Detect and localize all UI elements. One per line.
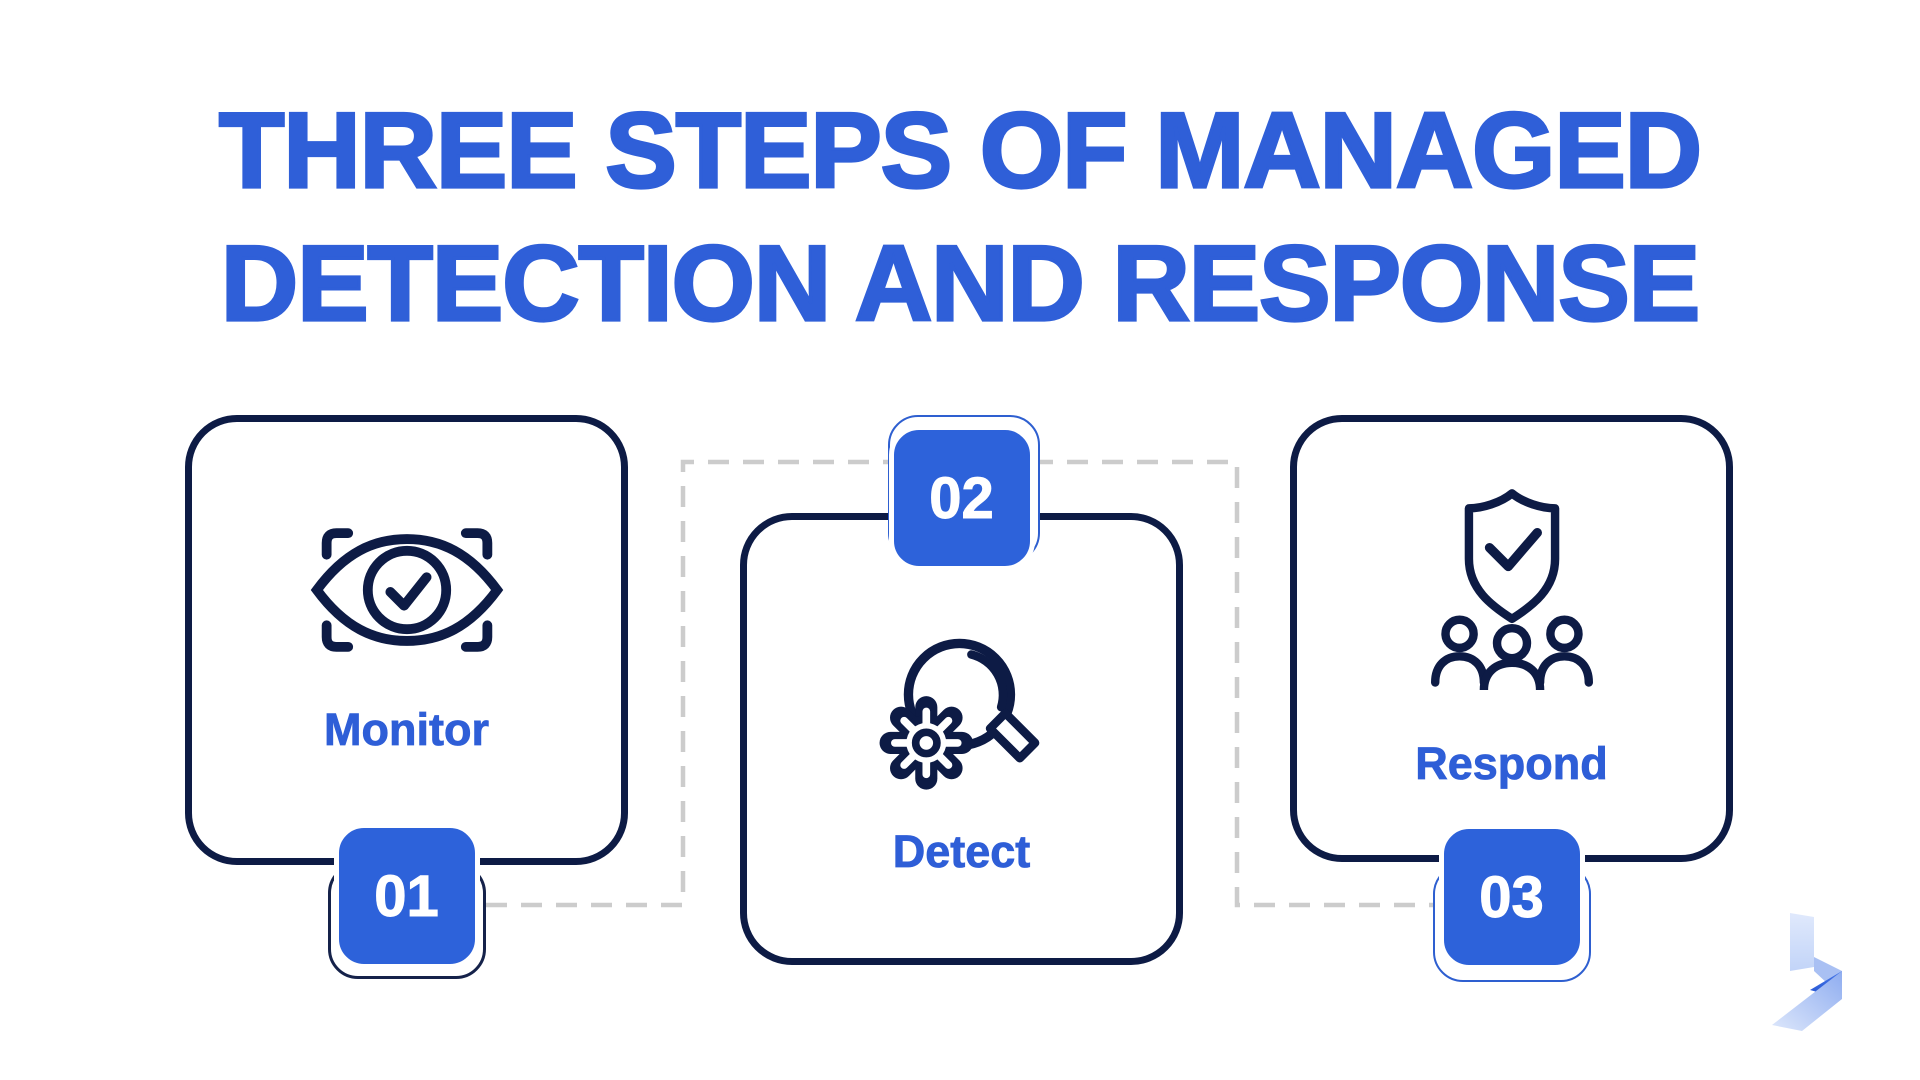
badge-number: 02 [888, 425, 1035, 571]
badge-number: 01 [333, 823, 480, 969]
connector-dashed-left [486, 459, 890, 908]
step-label: Respond [1415, 738, 1608, 790]
step-card-detect: Detect 02 [740, 415, 1183, 965]
eye-scan-icon [310, 528, 503, 652]
step-number-badge-02: 02 [887, 415, 1040, 571]
step-label: Detect [892, 826, 1031, 878]
step-card-monitor: Monitor 01 [185, 415, 628, 979]
step-number-badge-03: 03 [1432, 824, 1591, 982]
step-number-badge-01: 01 [327, 823, 486, 979]
brand-logo-icon [1772, 913, 1842, 1031]
page-title: THREE STEPS OF MANAGED DETECTION AND RES… [0, 84, 1920, 350]
step-card-respond: Respond 03 [1290, 415, 1733, 982]
connector-dashed-right [1032, 459, 1436, 908]
page-title-line2: DETECTION AND RESPONSE [219, 221, 1701, 344]
magnifier-gear-icon [879, 638, 1039, 790]
shield-team-icon [1430, 489, 1593, 690]
badge-number: 03 [1438, 824, 1585, 970]
step-label: Monitor [324, 704, 490, 756]
page-title-line1: THREE STEPS OF MANAGED [217, 88, 1703, 211]
